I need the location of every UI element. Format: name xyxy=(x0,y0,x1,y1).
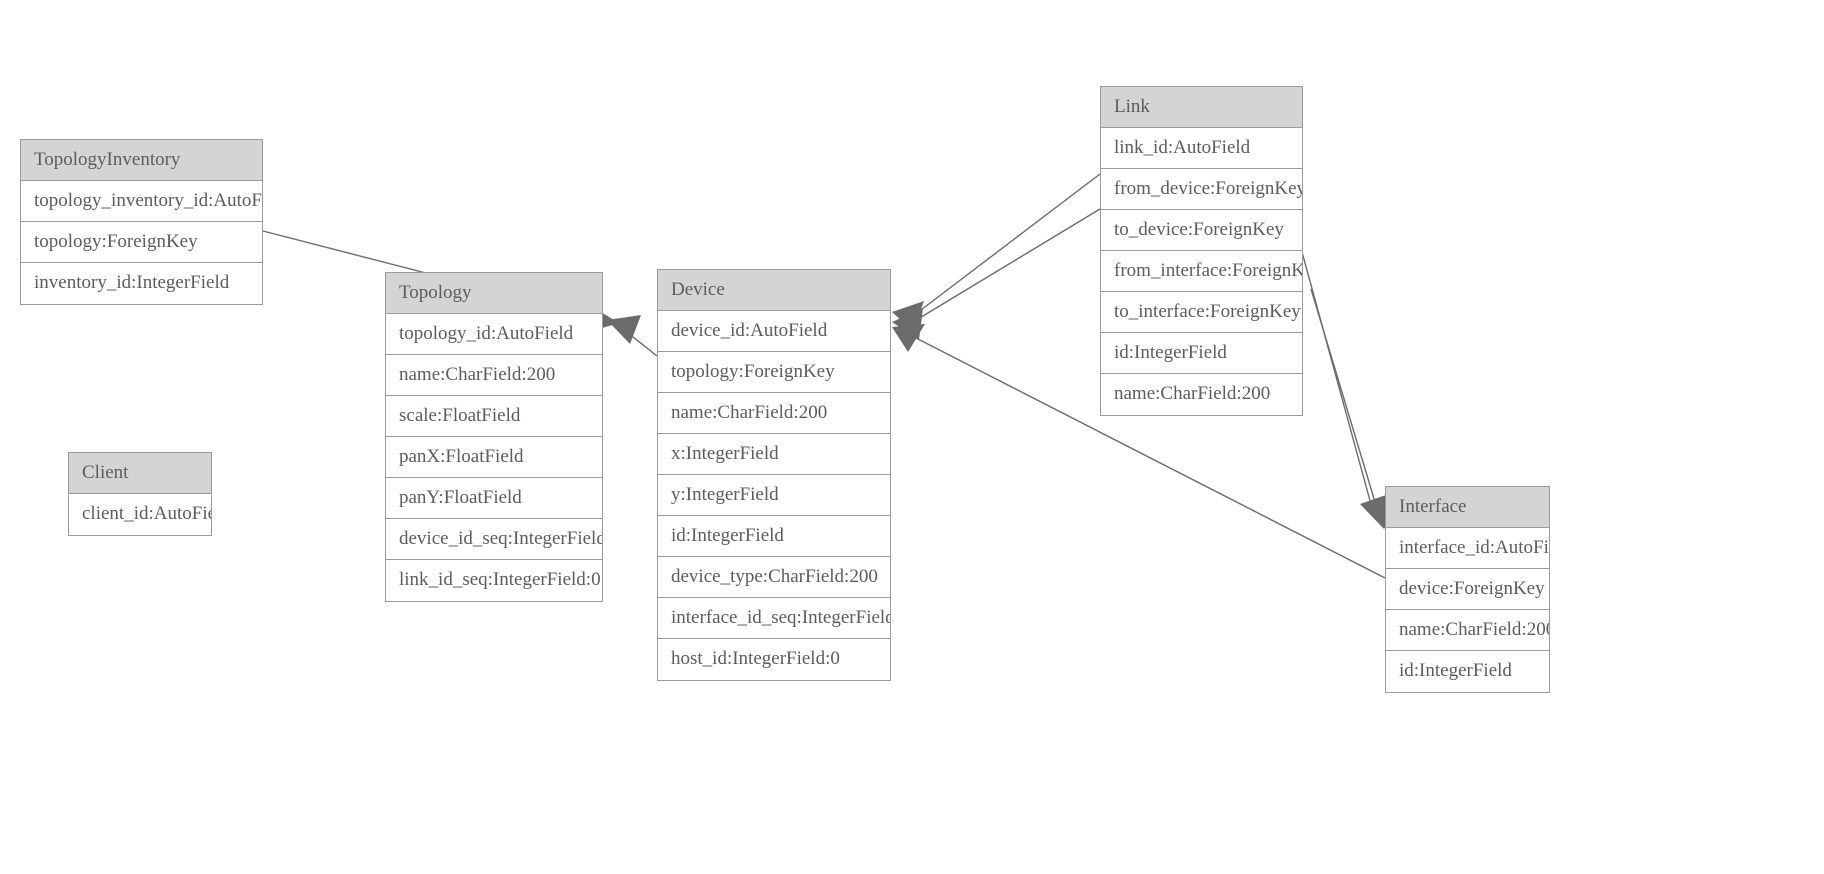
entity-topology-inventory[interactable]: TopologyInventory topology_inventory_id:… xyxy=(20,139,263,305)
entity-field-device-host-id: host_id:IntegerField:0 xyxy=(658,639,890,680)
entity-field-link-from-device: from_device:ForeignKey xyxy=(1101,169,1302,210)
entity-field-topology-inventory-topology: topology:ForeignKey xyxy=(21,222,262,263)
entity-field-topology-pany: panY:FloatField xyxy=(386,478,602,519)
entity-title-topology: Topology xyxy=(386,273,602,314)
entity-field-device-x: x:IntegerField xyxy=(658,434,890,475)
entity-title-link: Link xyxy=(1101,87,1302,128)
entity-field-topology-name: name:CharField:200 xyxy=(386,355,602,396)
entity-interface[interactable]: Interface interface_id:AutoField device:… xyxy=(1385,486,1550,693)
entity-title-device: Device xyxy=(658,270,890,311)
entity-field-topology-inventory-inventory-id: inventory_id:IntegerField xyxy=(21,263,262,304)
entity-field-link-to-device: to_device:ForeignKey xyxy=(1101,210,1302,251)
entity-field-interface-name: name:CharField:200 xyxy=(1386,610,1549,651)
entity-title-client: Client xyxy=(69,453,211,494)
relationship-link-from-interface-to-interface xyxy=(1301,251,1386,529)
entity-field-client-client-id: client_id:AutoField xyxy=(69,494,211,535)
relationship-device-to-topology xyxy=(607,315,658,357)
entity-field-link-link-id: link_id:AutoField xyxy=(1101,128,1302,169)
entity-field-device-id: id:IntegerField xyxy=(658,516,890,557)
entity-field-topology-panx: panX:FloatField xyxy=(386,437,602,478)
entity-field-device-y: y:IntegerField xyxy=(658,475,890,516)
relationship-link-from-device-to-device xyxy=(892,173,1101,331)
entity-field-link-name: name:CharField:200 xyxy=(1101,374,1302,415)
entity-field-link-id: id:IntegerField xyxy=(1101,333,1302,374)
entity-field-topology-device-id-seq: device_id_seq:IntegerField:0 xyxy=(386,519,602,560)
entity-field-device-device-type: device_type:CharField:200 xyxy=(658,557,890,598)
entity-field-interface-id: id:IntegerField xyxy=(1386,651,1549,692)
entity-device[interactable]: Device device_id:AutoField topology:Fore… xyxy=(657,269,891,681)
entity-field-interface-device: device:ForeignKey xyxy=(1386,569,1549,610)
entity-field-device-interface-id-seq: interface_id_seq:IntegerField:0 xyxy=(658,598,890,639)
entity-field-topology-link-id-seq: link_id_seq:IntegerField:0 xyxy=(386,560,602,601)
entity-field-link-from-interface: from_interface:ForeignKey xyxy=(1101,251,1302,292)
entity-field-interface-interface-id: interface_id:AutoField xyxy=(1386,528,1549,569)
entity-field-link-to-interface: to_interface:ForeignKey xyxy=(1101,292,1302,333)
entity-title-interface: Interface xyxy=(1386,487,1549,528)
entity-field-topology-inventory-id: topology_inventory_id:AutoField xyxy=(21,181,262,222)
relationship-link-to-device-to-device xyxy=(892,208,1101,340)
entity-link[interactable]: Link link_id:AutoField from_device:Forei… xyxy=(1100,86,1303,416)
entity-field-topology-topology-id: topology_id:AutoField xyxy=(386,314,602,355)
entity-field-device-name: name:CharField:200 xyxy=(658,393,890,434)
entity-client[interactable]: Client client_id:AutoField xyxy=(68,452,212,536)
entity-topology[interactable]: Topology topology_id:AutoField name:Char… xyxy=(385,272,603,602)
entity-field-topology-scale: scale:FloatField xyxy=(386,396,602,437)
entity-field-device-topology: topology:ForeignKey xyxy=(658,352,890,393)
relationship-link-to-interface-to-interface xyxy=(1310,288,1390,532)
entity-title-topology-inventory: TopologyInventory xyxy=(21,140,262,181)
entity-field-device-device-id: device_id:AutoField xyxy=(658,311,890,352)
